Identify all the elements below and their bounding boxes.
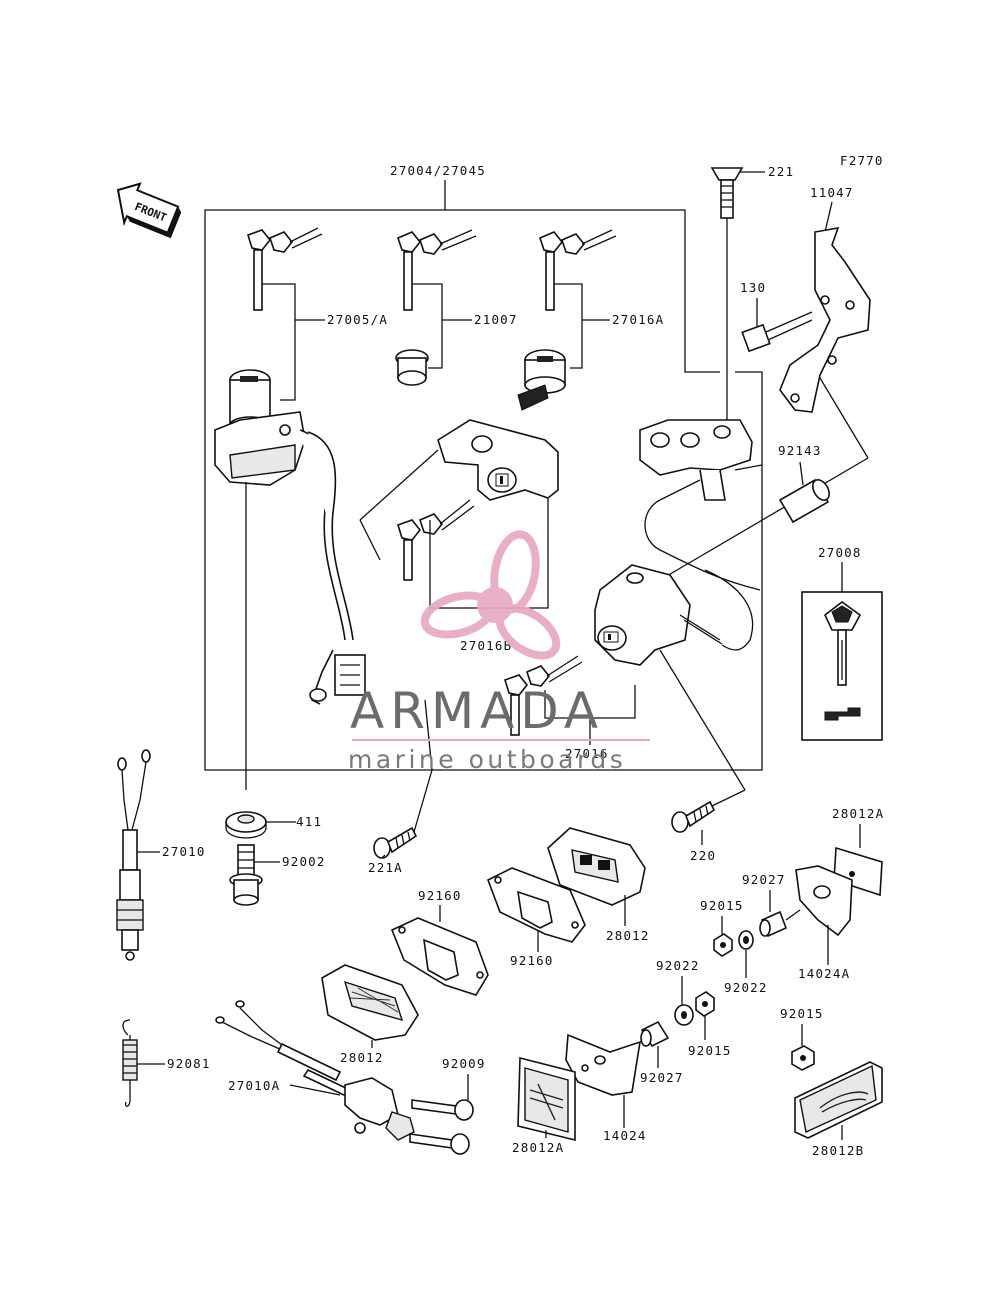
nut-92015-right (713, 933, 733, 957)
label-27008: 27008 (818, 545, 862, 560)
key-set-21007 (397, 229, 477, 311)
label-92160-b: 92160 (510, 953, 554, 968)
helmet-lock-assembly (639, 419, 763, 591)
spacer-92027-right (759, 910, 788, 938)
label-27010a: 27010A (228, 1078, 280, 1093)
switch-27010a (215, 1000, 415, 1141)
label-27010: 27010 (162, 844, 206, 859)
screw-92009-a (411, 1099, 474, 1121)
figure-code: F2770 (840, 153, 884, 168)
label-92143: 92143 (778, 443, 822, 458)
spacer-92143 (778, 478, 830, 524)
label-92022-a: 92022 (724, 980, 768, 995)
key-set-27005a (247, 227, 323, 311)
screw-92009-b (409, 1133, 470, 1155)
label-27016: 27016 (565, 746, 609, 761)
gasket-92160-b (486, 867, 586, 943)
bracket-14024 (565, 1033, 641, 1096)
label-21007: 21007 (474, 312, 518, 327)
label-27005a: 27005/A (327, 312, 388, 327)
bracket-14024a (795, 865, 853, 937)
key-set-27016a (539, 229, 617, 311)
seat-lock-27016b (359, 419, 559, 561)
label-130: 130 (740, 280, 766, 295)
reflector-28012-top (547, 827, 646, 906)
washer-411 (225, 811, 267, 839)
screw-221a (373, 826, 418, 859)
switch-27010 (116, 749, 151, 961)
steering-lock-27016 (594, 564, 754, 791)
label-92002: 92002 (282, 854, 326, 869)
label-92022-b: 92022 (656, 958, 700, 973)
lock-27016a (517, 349, 566, 411)
spring-92081 (122, 1019, 138, 1107)
label-27004-27045: 27004/27045 (390, 163, 486, 178)
front-arrow-icon: FRONT (116, 182, 182, 239)
label-92027-middle: 92027 (640, 1070, 684, 1085)
label-28012a-right: 28012A (832, 806, 884, 821)
label-411: 411 (296, 814, 322, 829)
key-blank-27008 (801, 591, 883, 741)
assembly-frame (204, 180, 763, 771)
reflector-28012a-bottom (517, 1056, 576, 1142)
label-14024a: 14024A (798, 966, 850, 981)
spacer-92027-middle (640, 1020, 670, 1048)
nut-92015-middle (695, 991, 715, 1017)
watermark-tagline: marine outboards (348, 745, 626, 774)
label-220: 220 (690, 848, 716, 863)
armada-logo-icon (420, 530, 561, 660)
label-92009: 92009 (442, 1056, 486, 1071)
label-27016a: 27016A (612, 312, 664, 327)
bolt-130 (741, 311, 813, 353)
label-221a: 221A (368, 860, 403, 875)
label-28012a-bottom: 28012A (512, 1140, 564, 1155)
washer-92022-b (674, 1004, 694, 1026)
ignition-switch (214, 369, 366, 705)
label-221: 221 (768, 164, 794, 179)
watermark-brand: ARMADA (350, 682, 604, 740)
label-11047: 11047 (810, 185, 854, 200)
label-92015-bottom: 92015 (780, 1006, 824, 1021)
label-92081: 92081 (167, 1056, 211, 1071)
label-92160-a: 92160 (418, 888, 462, 903)
screw-220 (671, 800, 716, 833)
label-28012b: 28012B (812, 1143, 864, 1158)
label-28012-b: 28012 (340, 1050, 384, 1065)
key-set-27016 (504, 655, 583, 736)
label-28012-a: 28012 (606, 928, 650, 943)
label-92027-right: 92027 (742, 872, 786, 887)
label-92015-right: 92015 (700, 898, 744, 913)
label-27016b: 27016B (460, 638, 512, 653)
gasket-92160-a (390, 917, 489, 996)
bolt-92002 (229, 844, 263, 906)
bracket-11047 (659, 226, 871, 581)
key-set-27016b (397, 499, 475, 581)
label-92015-middle: 92015 (688, 1043, 732, 1058)
label-14024: 14024 (603, 1128, 647, 1143)
reflector-28012b (794, 1061, 883, 1139)
screw-221 (710, 167, 744, 420)
reflector-28012-bottom (321, 964, 419, 1041)
nut-92015-bottom (791, 1045, 815, 1071)
washer-92022-a (738, 930, 754, 950)
cap-21007 (395, 349, 429, 386)
